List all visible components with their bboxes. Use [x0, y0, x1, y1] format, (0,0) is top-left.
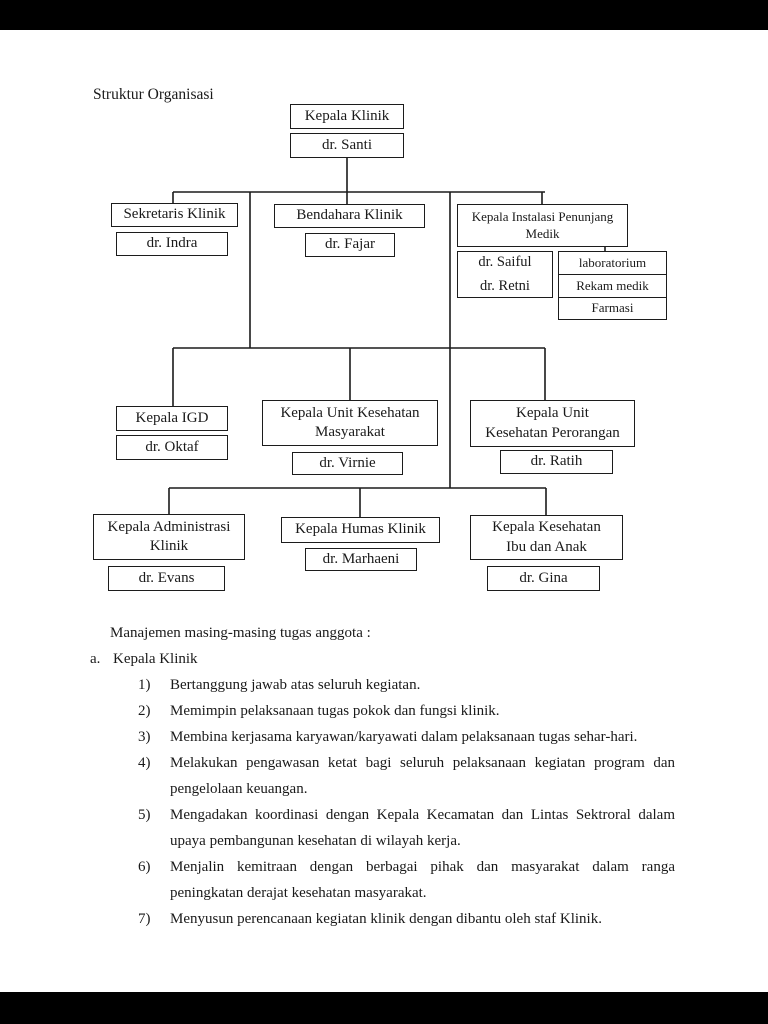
org-chart-connectors — [168, 158, 606, 517]
org-box-administrasi-role: Kepala Administrasi Klinik — [93, 514, 245, 560]
management-section: Manajemen masing-masing tugas anggota : … — [90, 620, 675, 932]
task-item: 3) Membina kerjasama karyawan/karyawati … — [138, 724, 675, 750]
task-item: 1) Bertanggung jawab atas seluruh kegiat… — [138, 672, 675, 698]
task-item: 6) Menjalin kemitraan dengan berbagai pi… — [138, 854, 675, 906]
letterbox-top — [0, 0, 768, 30]
task-text: Membina kerjasama karyawan/karyawati dal… — [170, 729, 638, 745]
org-box-humas-person: dr. Marhaeni — [305, 548, 417, 571]
task-text: Menjalin kemitraan dengan berbagai pihak… — [170, 859, 675, 901]
section-letter: a. — [90, 651, 101, 667]
org-box-unit-laboratorium: laboratorium — [558, 251, 667, 275]
task-text: Menyusun perencanaan kegiatan klinik den… — [170, 911, 602, 927]
org-box-unit-farmasi: Farmasi — [558, 297, 667, 320]
org-box-unit-rekam-medik: Rekam medik — [558, 274, 667, 298]
org-box-bendahara-person: dr. Fajar — [305, 233, 395, 257]
task-text: Memimpin pelaksanaan tugas pokok dan fun… — [170, 703, 500, 719]
task-text: Bertanggung jawab atas seluruh kegiatan. — [170, 677, 421, 693]
task-number: 2) — [138, 703, 151, 719]
task-number: 3) — [138, 729, 151, 745]
task-item: 2) Memimpin pelaksanaan tugas pokok dan … — [138, 698, 675, 724]
org-box-humas-role: Kepala Humas Klinik — [281, 517, 440, 543]
task-item: 7) Menyusun perencanaan kegiatan klinik … — [138, 906, 675, 932]
org-box-instalasi-person: dr. Saiful dr. Retni — [457, 251, 553, 298]
org-box-igd-role: Kepala IGD — [116, 406, 228, 431]
management-heading: Manajemen masing-masing tugas anggota : — [110, 625, 371, 641]
org-box-kesper-role: Kepala Unit Kesehatan Perorangan — [470, 400, 635, 447]
org-box-kepala-klinik-role: Kepala Klinik — [290, 104, 404, 129]
task-number: 7) — [138, 911, 151, 927]
org-box-kesper-person: dr. Ratih — [500, 450, 613, 474]
task-number: 5) — [138, 807, 151, 823]
org-box-kepala-klinik-person: dr. Santi — [290, 133, 404, 158]
org-box-instalasi-role: Kepala Instalasi Penunjang Medik — [457, 204, 628, 247]
task-number: 6) — [138, 859, 151, 875]
task-number: 4) — [138, 755, 151, 771]
org-box-bendahara-role: Bendahara Klinik — [274, 204, 425, 228]
letterbox-bottom — [0, 992, 768, 1024]
org-box-kesmas-person: dr. Virnie — [292, 452, 403, 475]
org-box-sekretaris-person: dr. Indra — [116, 232, 228, 256]
org-box-administrasi-person: dr. Evans — [108, 566, 225, 591]
page-title: Struktur Organisasi — [93, 86, 214, 103]
task-number: 1) — [138, 677, 151, 693]
org-box-kesmas-role: Kepala Unit Kesehatan Masyarakat — [262, 400, 438, 446]
section-title: Kepala Klinik — [113, 651, 198, 667]
org-box-kia-person: dr. Gina — [487, 566, 600, 591]
task-item: 4) Melakukan pengawasan ketat bagi selur… — [138, 750, 675, 802]
section-kepala-klinik: a. Kepala Klinik — [90, 646, 675, 672]
task-text: Mengadakan koordinasi dengan Kepala Keca… — [170, 807, 675, 849]
org-box-sekretaris-role: Sekretaris Klinik — [111, 203, 238, 227]
task-item: 5) Mengadakan koordinasi dengan Kepala K… — [138, 802, 675, 854]
org-box-igd-person: dr. Oktaf — [116, 435, 228, 460]
org-box-kia-role: Kepala Kesehatan Ibu dan Anak — [470, 515, 623, 560]
task-text: Melakukan pengawasan ketat bagi seluruh … — [170, 755, 675, 797]
